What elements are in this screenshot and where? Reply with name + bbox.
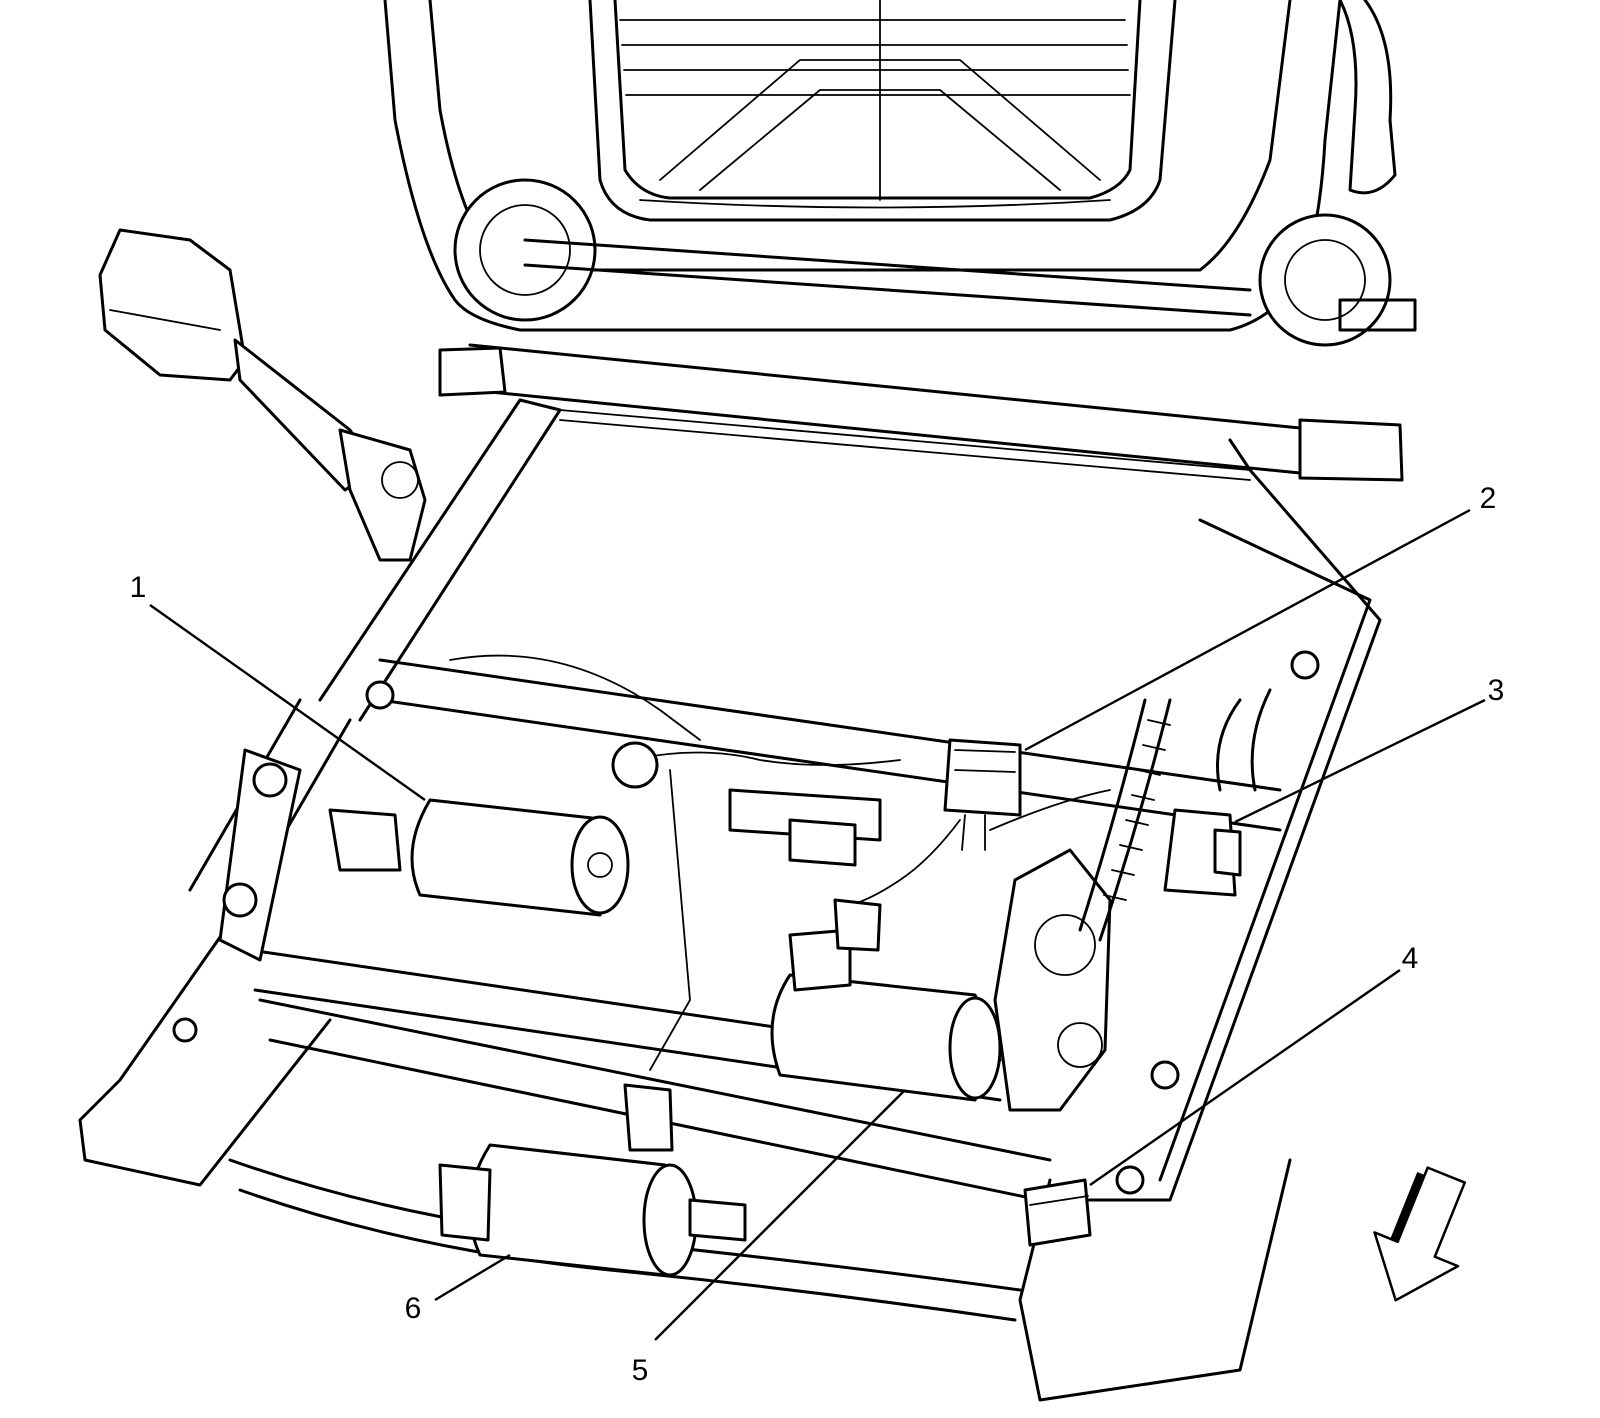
leader-line-3 xyxy=(1234,698,1486,824)
component-5-motor xyxy=(770,898,1002,1102)
leader-line-4 xyxy=(1089,969,1401,1186)
component-3-connector xyxy=(1163,808,1242,897)
callout-6: 6 xyxy=(405,1292,422,1325)
seat-adjuster-frame xyxy=(78,398,1382,1402)
component-4-connector xyxy=(1023,1178,1092,1247)
wiring-harness xyxy=(611,688,1272,1071)
leader-line-2 xyxy=(1024,508,1471,752)
component-2-connector xyxy=(943,738,1022,851)
callout-5: 5 xyxy=(632,1354,649,1387)
callout-3: 3 xyxy=(1488,674,1505,707)
seat-belt-buckle xyxy=(98,228,427,562)
rear-cross-tube xyxy=(438,343,1404,482)
callout-numbers: 1 2 3 4 5 6 xyxy=(130,482,1505,1387)
callout-4: 4 xyxy=(1402,942,1419,975)
leader-line-6 xyxy=(434,1253,511,1302)
seat-back-frame xyxy=(383,0,1417,347)
leader-lines xyxy=(149,508,1486,1341)
component-6-motor xyxy=(438,1083,747,1277)
leader-line-1 xyxy=(149,604,426,801)
callout-1: 1 xyxy=(130,571,147,604)
front-direction-arrow-icon xyxy=(1373,1166,1467,1302)
component-1-motor xyxy=(328,798,630,917)
leader-line-5 xyxy=(654,1089,906,1341)
callout-2: 2 xyxy=(1480,482,1497,515)
